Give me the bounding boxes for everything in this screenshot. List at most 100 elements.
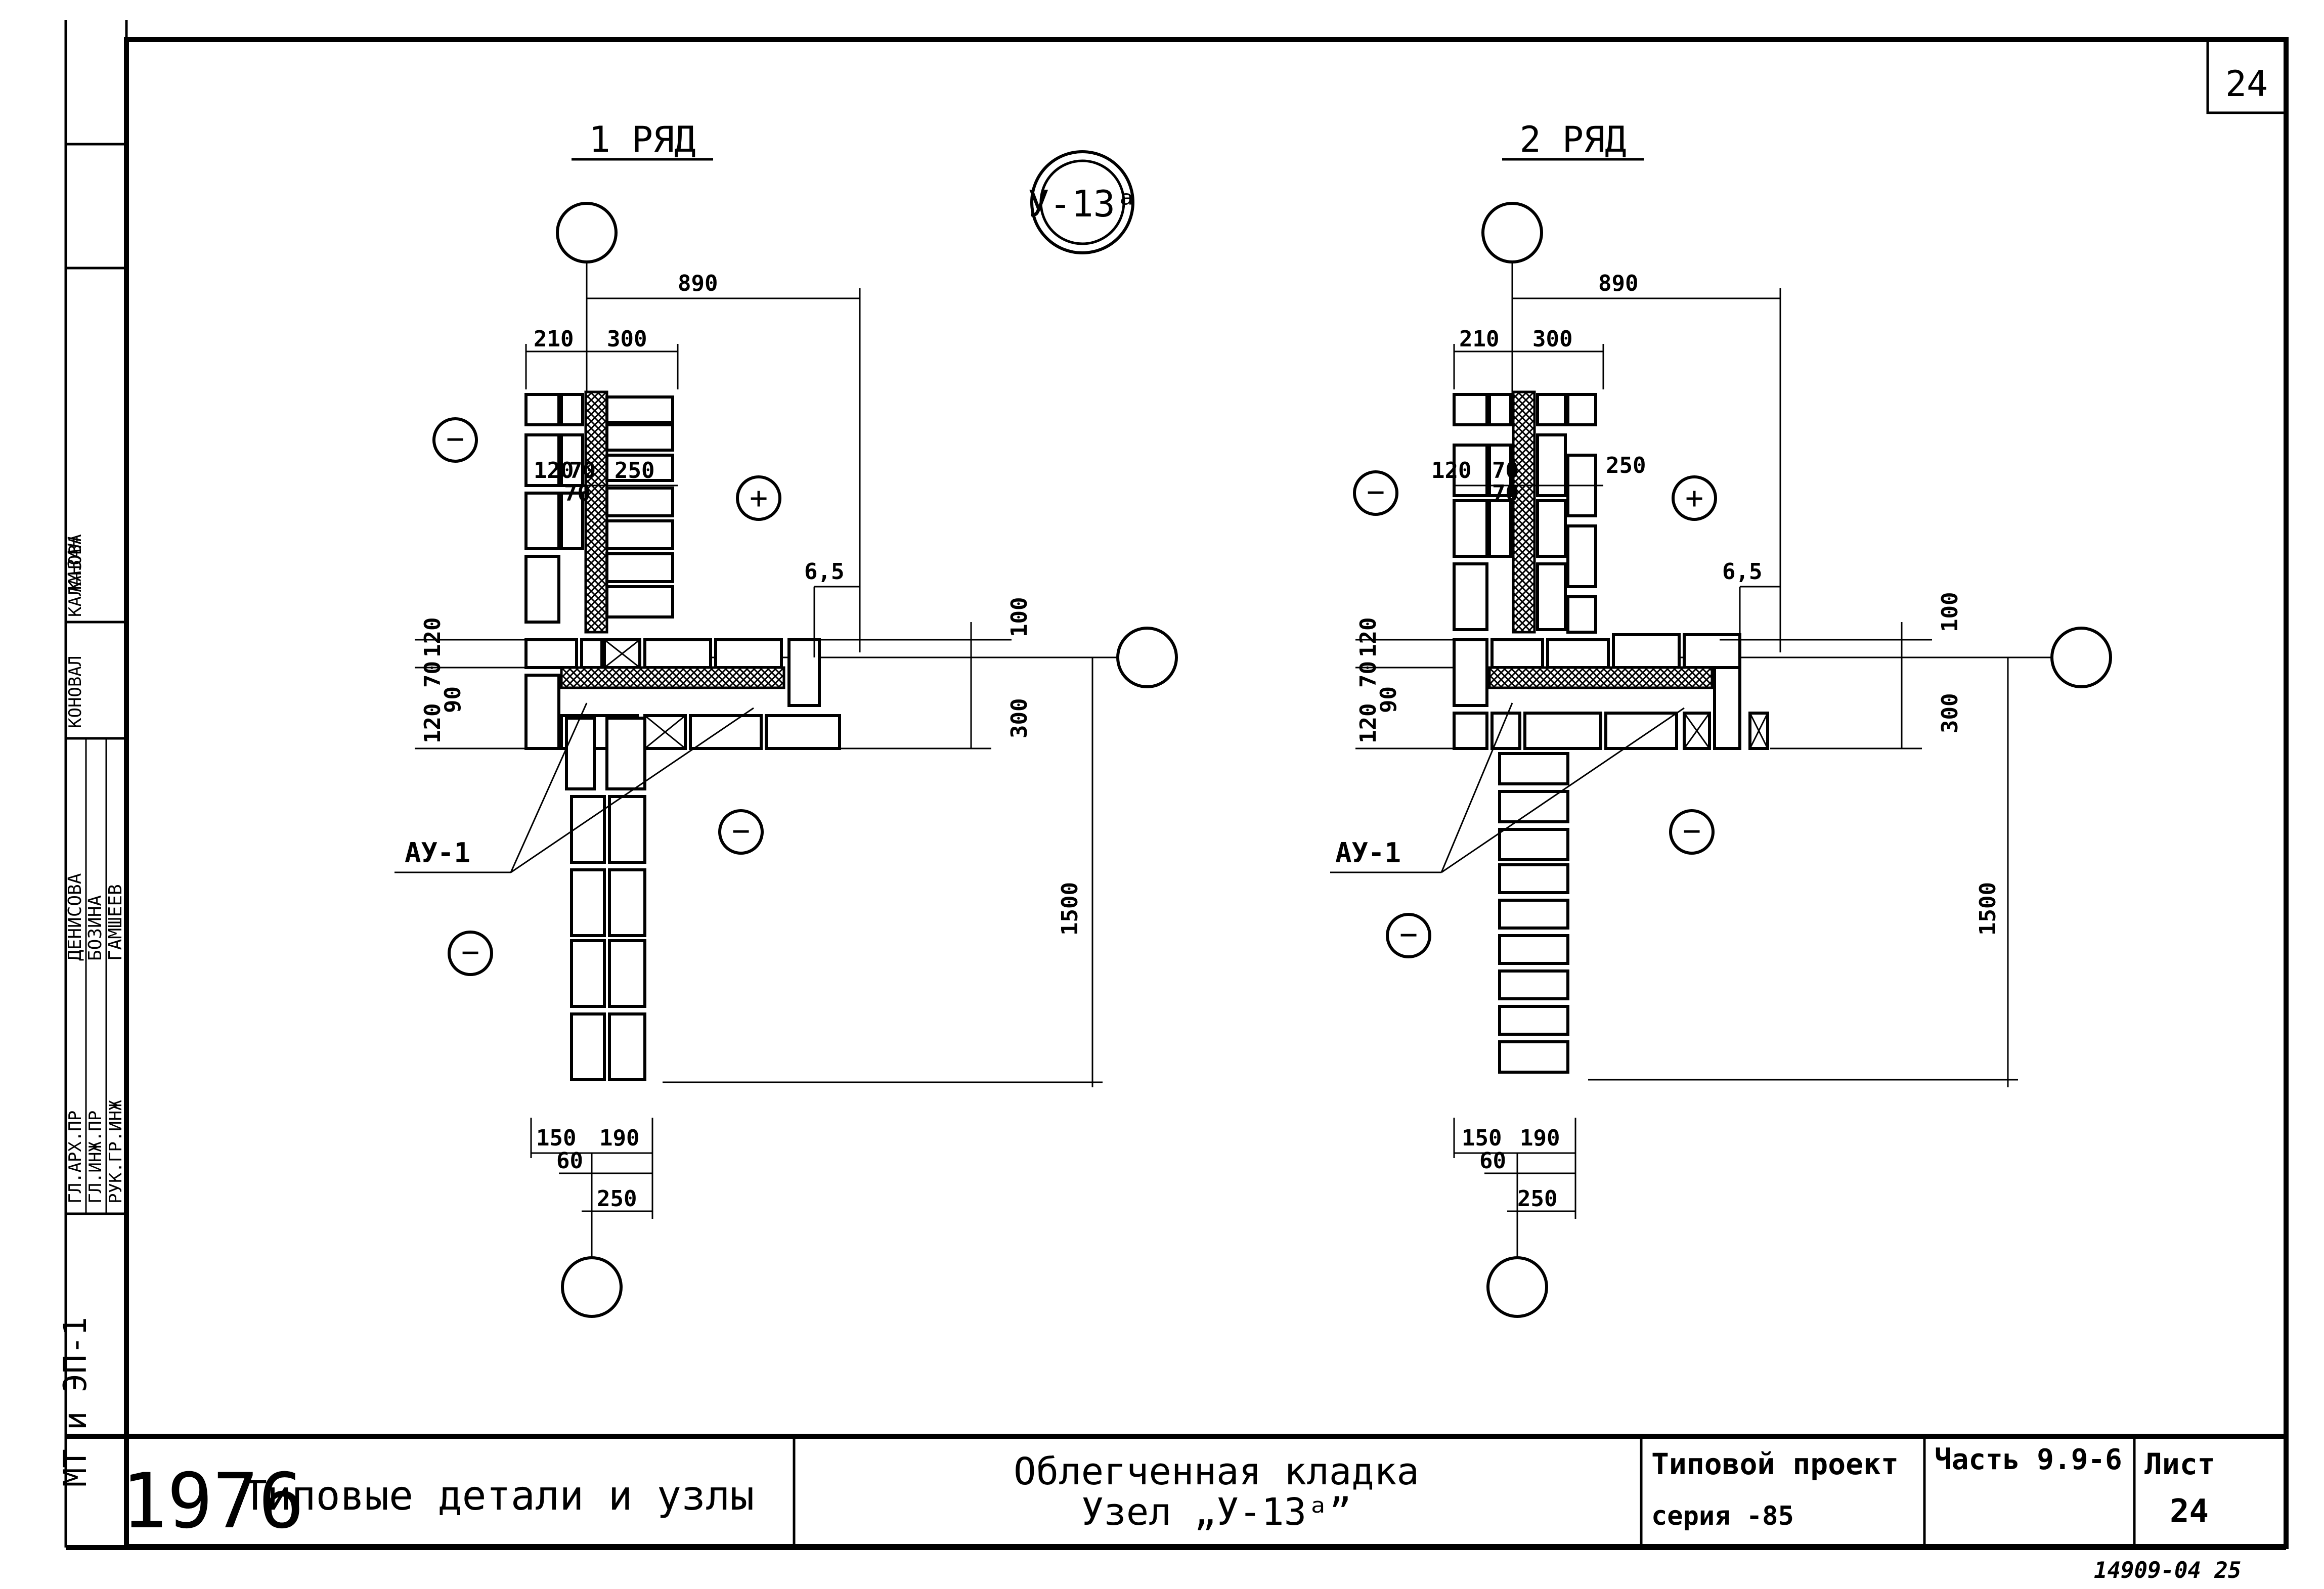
brick [1546, 638, 1610, 669]
svg-text:+: + [1685, 480, 1703, 516]
dim-210: 210 [534, 326, 574, 352]
dim-300: 300 [1532, 326, 1572, 352]
brick [1536, 499, 1567, 558]
brick [1498, 752, 1569, 785]
brick [524, 674, 560, 750]
title-line-1: Облегченная кладка [1014, 1450, 1419, 1493]
brick [605, 519, 674, 550]
stamp-name-3: ГАМШЕЕВ [105, 884, 126, 961]
node-mark-label: У-13ᵃ [1028, 183, 1137, 225]
dim-1500: 1500 [1057, 882, 1083, 936]
brick [605, 717, 646, 790]
svg-text:−: − [1367, 474, 1385, 510]
brick [1490, 638, 1544, 669]
insulation-vertical [1512, 390, 1536, 634]
sign-plus: + [1672, 475, 1717, 521]
brick [1488, 499, 1512, 558]
brick [643, 638, 712, 669]
sheet-number-box [2206, 38, 2288, 114]
anchor-label: АУ-1 [1335, 837, 1401, 869]
brick [608, 1012, 646, 1081]
brick [524, 492, 560, 550]
axis-circle-right [2052, 628, 2111, 687]
brick [605, 423, 674, 452]
dim-100: 100 [1006, 597, 1032, 637]
brick [605, 454, 674, 482]
dim-left-120: 120 [1355, 703, 1381, 743]
stamp-name-1: ДЕНИСОВА [65, 873, 85, 961]
insulation-horizontal [560, 666, 785, 689]
stamp-top-note: КОНОВАЛ [65, 656, 85, 728]
brick [524, 555, 560, 624]
brick [1566, 393, 1597, 426]
brick [1536, 433, 1567, 497]
sign-minus: − [1386, 913, 1431, 958]
brick [1536, 562, 1567, 631]
sheet-frame: 24 [64, 20, 2289, 1550]
axis-circle-bottom [562, 1258, 621, 1316]
sign-minus: − [718, 809, 764, 855]
subject: Типовые детали и узлы [243, 1472, 754, 1519]
footer-code: 14909-04 25 [2094, 1558, 2241, 1583]
brick [1453, 444, 1488, 497]
brick [560, 492, 584, 550]
brick [605, 395, 674, 424]
sign-minus: − [448, 931, 493, 976]
brick [1566, 595, 1597, 634]
dim-left-70: 70 [1355, 661, 1381, 688]
sheet-label: Лист [2144, 1447, 2215, 1481]
dim-70: 70 [569, 458, 596, 483]
dim-70b: 70 [1492, 480, 1519, 506]
dim-250: 250 [1606, 453, 1646, 478]
stamp-name-2: БОЗИНА [85, 895, 106, 961]
stamp-top-name: КАЗАН [65, 537, 85, 592]
dim-left-90: 90 [1376, 686, 1401, 713]
dim-6-5: 6,5 [1722, 559, 1762, 585]
dim-190: 190 [599, 1125, 639, 1151]
title-block: 1976 Типовые детали и узлы Облегченная к… [66, 1434, 2286, 1548]
brick [1488, 444, 1512, 497]
dim-210: 210 [1459, 326, 1499, 352]
brick [1453, 499, 1488, 558]
dim-60: 60 [556, 1148, 583, 1174]
view-row-1: 1 РЯД [394, 119, 1176, 1316]
dim-left-120: 120 [420, 703, 446, 743]
brick [1498, 899, 1569, 930]
sign-minus: − [432, 417, 478, 463]
project-label: Типовой проект [1651, 1447, 1899, 1481]
brick [524, 638, 578, 669]
stamp-extra: КАЛАНОВА [65, 534, 85, 617]
stamp-role-1: ГЛ.АРХ.ПР [65, 1111, 85, 1204]
brick [1488, 393, 1512, 426]
brick [608, 939, 646, 1008]
stamp-role-2: ГЛ.ИНЖ.ПР [85, 1111, 106, 1204]
dim-1500: 1500 [1975, 882, 2001, 936]
dim-6-5: 6,5 [804, 559, 844, 585]
dim-150: 150 [536, 1125, 576, 1151]
brick [1453, 562, 1488, 631]
anchor-label: АУ-1 [405, 837, 470, 869]
brick [1498, 863, 1569, 894]
dim-120: 120 [1431, 458, 1471, 483]
svg-text:−: − [461, 935, 479, 970]
axis-circle-bottom [1488, 1258, 1547, 1316]
brick [565, 717, 596, 790]
insulation-horizontal [1488, 666, 1714, 689]
brick [1536, 393, 1567, 426]
brick [1453, 712, 1488, 750]
brick [1612, 633, 1681, 669]
dim-120: 120 [534, 458, 574, 483]
brick [1498, 969, 1569, 1000]
axis-circle-top [1483, 203, 1542, 262]
brick [1498, 1005, 1569, 1036]
view-title: 2 РЯД [1520, 119, 1627, 160]
brick [608, 868, 646, 937]
dim-250-bot: 250 [1517, 1186, 1557, 1212]
sign-minus: − [1669, 809, 1715, 855]
dim-890: 890 [1598, 271, 1638, 296]
brick [524, 433, 560, 487]
svg-text:−: − [446, 421, 464, 457]
dim-250-bot: 250 [597, 1186, 637, 1212]
dim-left-70: 70 [420, 661, 446, 688]
brick [570, 868, 606, 937]
